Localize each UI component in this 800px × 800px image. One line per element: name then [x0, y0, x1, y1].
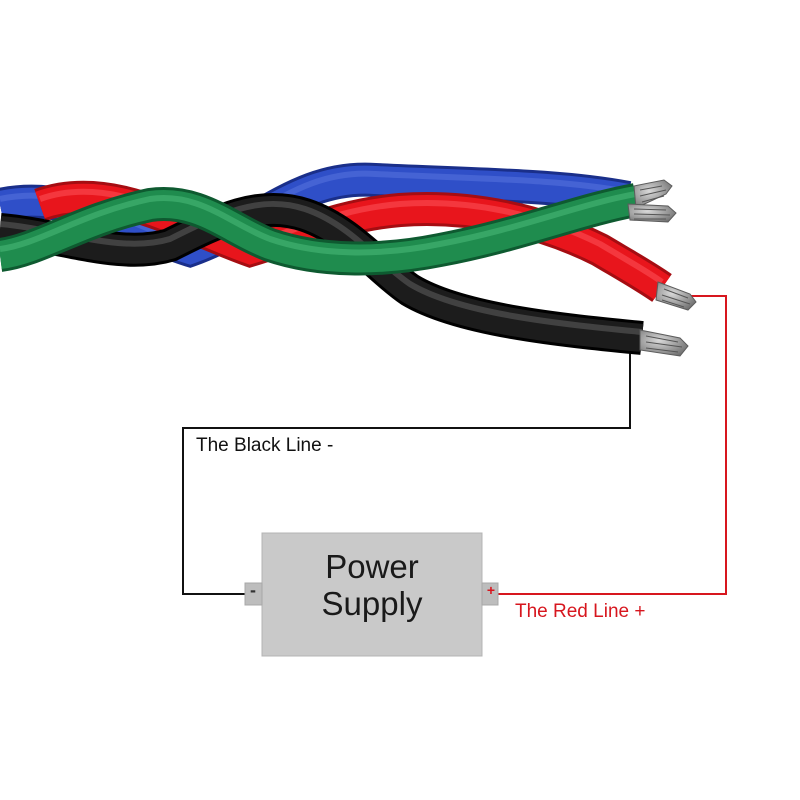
- green-wire-conductor: [633, 179, 673, 209]
- positive-terminal-sign: +: [486, 582, 496, 598]
- black-wire: [0, 192, 644, 355]
- negative-terminal: [244, 582, 263, 606]
- red-circuit-line: [498, 295, 727, 595]
- black-circuit-line: [182, 347, 631, 595]
- green-wire: [0, 183, 640, 276]
- power-supply-label-line-1: Power: [325, 548, 419, 585]
- power-supply-label-line-2: Supply: [321, 585, 423, 622]
- black-wire-conductor: [639, 329, 689, 357]
- positive-terminal: [481, 582, 499, 606]
- red-wire-conductor: [655, 281, 697, 311]
- negative-terminal-sign: -: [250, 580, 256, 600]
- power-supply-label: Power Supply: [262, 548, 482, 622]
- blue-wire-conductor: [627, 203, 677, 223]
- red-line-label: The Red Line +: [515, 601, 646, 622]
- black-line-label: The Black Line -: [196, 435, 334, 456]
